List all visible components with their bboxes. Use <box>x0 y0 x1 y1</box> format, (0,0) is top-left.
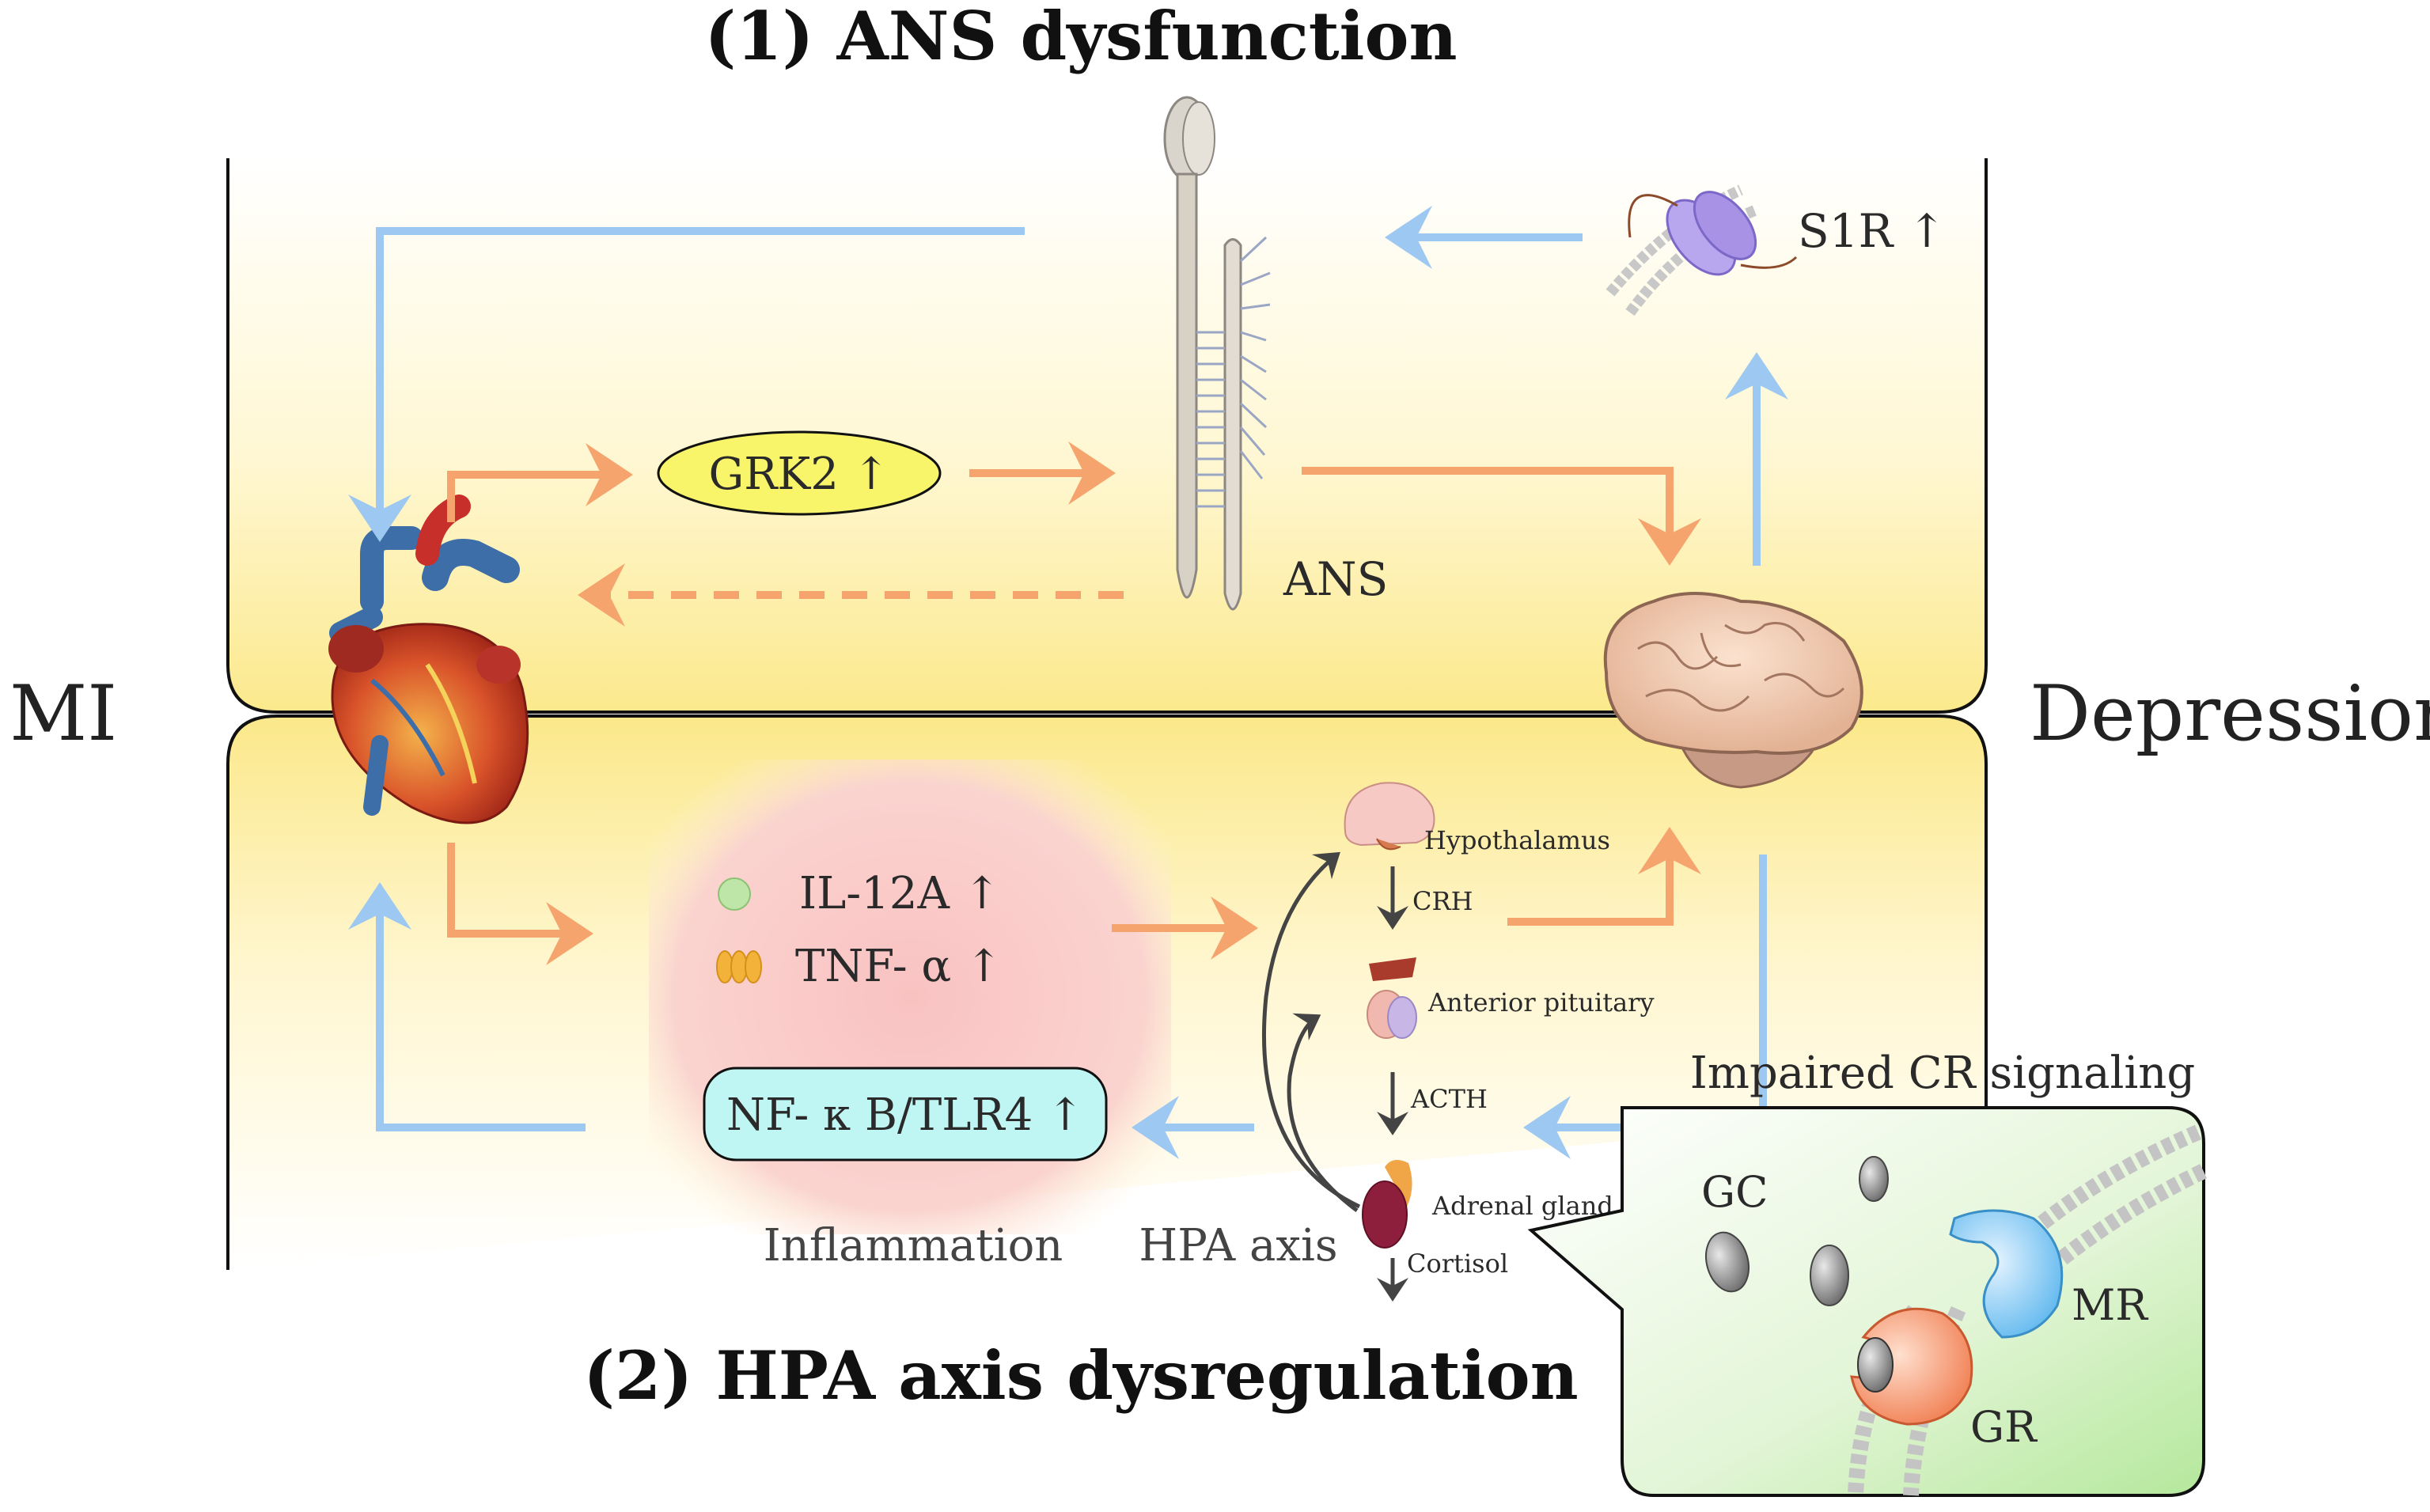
cortisol-label: Cortisol <box>1407 1249 1508 1279</box>
tnf-label: TNF- α ↑ <box>795 941 1003 992</box>
hypothalamus-icon <box>1344 782 1435 851</box>
tnf-icon <box>716 950 762 983</box>
il12a-item: IL-12A ↑ <box>718 868 1001 919</box>
gr-label: GR <box>1970 1402 2038 1452</box>
pituitary-icon <box>1367 957 1417 1039</box>
heart-illustration <box>328 495 529 824</box>
depression-label: Depression <box>2030 669 2430 758</box>
brain-illustration <box>1603 592 1863 789</box>
hpa-axis-label: HPA axis <box>1139 1220 1337 1271</box>
inset-title: Impaired CR signaling <box>1690 1048 2195 1099</box>
il12a-icon <box>718 877 751 911</box>
adrenal-gland-label: Adrenal gland <box>1431 1191 1613 1221</box>
s1r-label: S1R ↑ <box>1798 204 1946 258</box>
s1r-membrane-illustration <box>1605 184 1798 316</box>
grk2-node: GRK2 ↑ <box>657 430 942 516</box>
il12a-label: IL-12A ↑ <box>799 868 1001 919</box>
cr-signaling-inset <box>1527 1106 2208 1497</box>
gc-molecule-1 <box>1859 1156 1889 1202</box>
gc-molecule-3 <box>1810 1245 1849 1306</box>
tnf-item: TNF- α ↑ <box>716 941 1003 992</box>
acth-label: ACTH <box>1410 1084 1488 1114</box>
hypothalamus-label: Hypothalamus <box>1424 825 1610 855</box>
grk2-label: GRK2 ↑ <box>708 449 889 500</box>
mi-label: MI <box>9 669 117 758</box>
spinal-cord-illustration <box>1163 96 1271 611</box>
crh-label: CRH <box>1412 886 1473 916</box>
top-title: (1) ANS dysfunction <box>704 0 1457 75</box>
mr-label: MR <box>2072 1280 2148 1330</box>
ans-label: ANS <box>1283 552 1388 606</box>
top-orange-arrows <box>447 441 1701 627</box>
nfkb-label: NF- κ B/TLR4 ↑ <box>726 1089 1084 1141</box>
gc-molecule-2 <box>1705 1231 1750 1293</box>
anterior-pituitary-label: Anterior pituitary <box>1427 987 1655 1017</box>
bottom-title: (2) HPA axis dysregulation <box>583 1336 1578 1415</box>
inflammation-zone <box>649 760 1171 1234</box>
gc-label: GC <box>1701 1167 1768 1217</box>
nfkb-node: NF- κ B/TLR4 ↑ <box>703 1067 1108 1161</box>
inflammation-label: Inflammation <box>764 1220 1063 1271</box>
adrenal-gland-icon <box>1362 1160 1412 1249</box>
mr-receptor <box>1949 1209 2064 1339</box>
top-panel <box>226 158 1988 714</box>
hpa-arrows <box>1262 851 1408 1302</box>
bottom-orange-arrows <box>447 827 1701 965</box>
top-blue-arrows <box>348 206 1788 566</box>
